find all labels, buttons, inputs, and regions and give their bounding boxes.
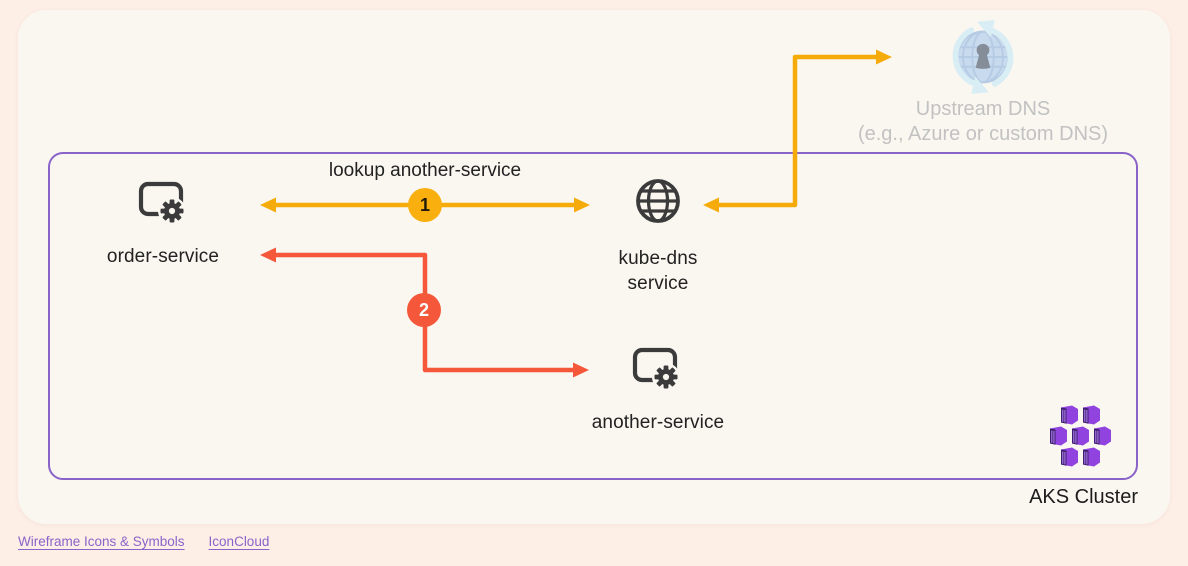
order-service-label: order-service [106, 246, 220, 267]
wireframe-icons-link[interactable]: Wireframe Icons & Symbols [18, 534, 185, 549]
upstream-dns-label-line2: (e.g., Azure or custom DNS) [857, 123, 1109, 145]
diagram-card [18, 10, 1170, 524]
another-service-label: another-service [591, 412, 725, 433]
sync-globe-lock-icon [952, 19, 1014, 95]
globe-icon [634, 177, 682, 225]
footer-links: Wireframe Icons & Symbols IconCloud [18, 534, 269, 549]
aks-cluster-boundary [48, 152, 1138, 480]
kube-dns-label: kube-dns service [558, 246, 758, 296]
kube-dns-label-line1: kube-dns [618, 248, 698, 269]
service-gear-icon [631, 344, 683, 390]
lookup-arrow-label: lookup another-service [328, 160, 522, 181]
iconcloud-link[interactable]: IconCloud [208, 534, 270, 549]
upstream-dns-label: Upstream DNS (e.g., Azure or custom DNS) [833, 97, 1133, 147]
service-gear-icon [137, 178, 189, 224]
aks-hexagons-icon [1049, 405, 1112, 467]
step-1-badge: 1 [408, 188, 442, 222]
upstream-dns-label-line1: Upstream DNS [915, 98, 1051, 120]
keyhole-glyph [975, 43, 991, 69]
aks-cluster-label: AKS Cluster [1029, 486, 1138, 508]
kube-dns-label-line2: service [627, 273, 689, 294]
step-2-badge: 2 [407, 293, 441, 327]
